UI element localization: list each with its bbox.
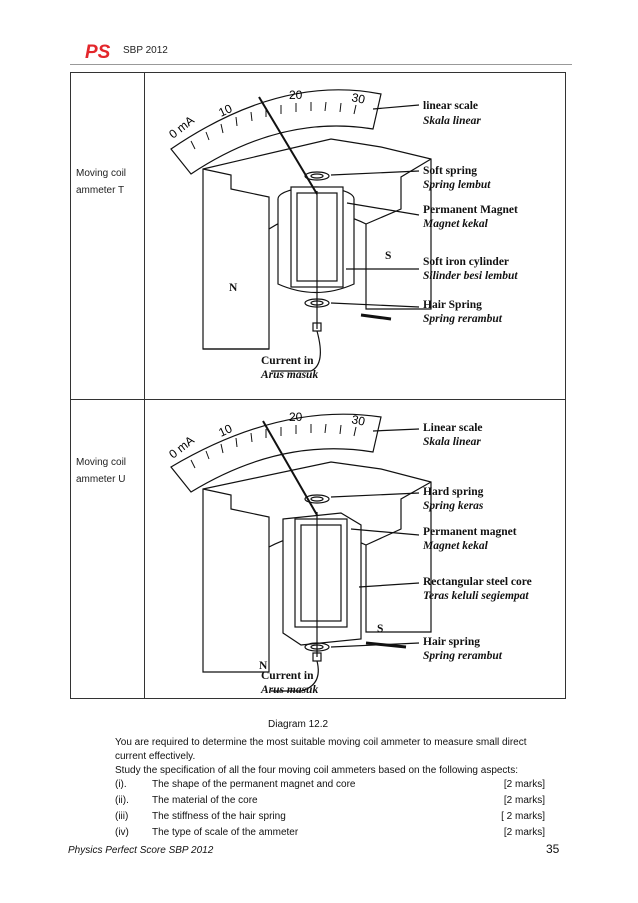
ammeter-u-diagram: 0 mA 10 20 30 N S Linear scale Skala lin…	[166, 410, 532, 696]
intro-line-2: current effectively.	[115, 751, 196, 762]
u-callout-current-en: Current in	[261, 670, 314, 682]
aspect-number: (i).	[115, 779, 127, 790]
page-number: 35	[546, 842, 560, 856]
row-label-u-line1: Moving coil	[76, 457, 127, 468]
t-callout-magnet-en: Permanent Magnet	[423, 204, 518, 216]
t-pole-s: S	[385, 250, 391, 262]
header-title: SBP 2012	[123, 45, 168, 56]
t-pole-n: N	[229, 282, 238, 294]
aspect-marks: [2 marks]	[503, 779, 545, 790]
column-divider	[144, 73, 145, 698]
t-callout-scale-my: Skala linear	[423, 115, 481, 127]
row-label-u-line2: ammeter U	[76, 474, 126, 485]
aspect-text: The shape of the permanent magnet and co…	[152, 779, 356, 790]
aspect-item: (i). The shape of the permanent magnet a…	[115, 779, 545, 793]
aspect-number: (iii)	[115, 811, 129, 822]
aspect-item: (iii) The stiffness of the hair spring […	[115, 811, 545, 825]
u-callout-hair-my: Spring rerambut	[423, 650, 503, 662]
u-callout-magnet-en: Permanent magnet	[423, 526, 517, 538]
u-callout-core-my: Teras keluli segiempat	[423, 590, 529, 602]
t-callout-magnet-my: Magnet kekal	[422, 218, 489, 230]
ps-logo: PS	[84, 41, 120, 61]
u-pole-n: N	[259, 660, 268, 672]
intro-line-3: Study the specification of all the four …	[115, 765, 518, 776]
row-label-u: Moving coil ammeter U	[76, 454, 126, 488]
aspect-marks: [ 2 marks]	[501, 811, 545, 822]
u-scale-tick-1: 10	[216, 421, 234, 439]
u-callout-core-en: Rectangular steel core	[423, 576, 532, 588]
u-callout-scale-my: Skala linear	[423, 436, 481, 448]
diagram-caption: Diagram 12.2	[268, 719, 329, 730]
row-label-t: Moving coil ammeter T	[76, 165, 126, 199]
aspect-text: The stiffness of the hair spring	[152, 811, 286, 822]
row-divider	[71, 399, 565, 400]
u-callout-scale-en: Linear scale	[423, 422, 483, 434]
footer-text: Physics Perfect Score SBP 2012	[68, 845, 214, 856]
u-callout-current-my: Arus masuk	[260, 684, 318, 696]
t-callout-core-my: Silinder besi lembut	[423, 270, 518, 282]
t-callout-hair-my: Spring rerambut	[423, 313, 503, 325]
aspect-item: (iv) The type of scale of the ammeter [2…	[115, 827, 545, 841]
t-callout-spring-en: Soft spring	[423, 165, 477, 177]
aspect-number: (ii).	[115, 795, 129, 806]
aspect-number: (iv)	[115, 827, 129, 838]
aspect-marks: [2 marks]	[503, 795, 545, 806]
t-scale-tick-2: 20	[289, 88, 303, 102]
row-label-t-line2: ammeter T	[76, 185, 125, 196]
t-callout-core-en: Soft iron cylinder	[423, 256, 509, 268]
t-scale-tick-1: 10	[216, 101, 234, 119]
t-callout-hair-en: Hair Spring	[423, 299, 482, 311]
row-label-t-line1: Moving coil	[76, 168, 127, 179]
aspect-item: (ii). The material of the core [2 marks]	[115, 795, 545, 809]
t-callout-current-my: Arus masuk	[260, 369, 318, 381]
u-callout-magnet-my: Magnet kekal	[422, 540, 489, 552]
aspect-text: The type of scale of the ammeter	[152, 827, 299, 838]
logo-text: PS	[85, 42, 111, 61]
ammeter-t-diagram: 0 mA 10 20 30 N S linear scale Skala lin…	[166, 88, 518, 381]
u-callout-spring-my: Spring keras	[423, 500, 484, 512]
u-callout-spring-en: Hard spring	[423, 486, 484, 498]
t-callout-scale-en: linear scale	[423, 100, 478, 112]
t-callout-spring-my: Spring lembut	[423, 179, 491, 191]
t-scale-tick-3: 30	[350, 90, 366, 107]
ammeter-table: Moving coil ammeter T Moving coil ammete…	[70, 72, 566, 699]
u-scale-tick-3: 30	[350, 412, 366, 429]
u-callout-hair-en: Hair spring	[423, 636, 480, 648]
aspect-marks: [2 marks]	[503, 827, 545, 838]
header-rule	[70, 64, 572, 65]
intro-line-1: You are required to determine the most s…	[115, 737, 527, 748]
u-scale-tick-2: 20	[289, 410, 303, 424]
t-callout-current-en: Current in	[261, 355, 314, 367]
u-pole-s: S	[377, 623, 383, 635]
aspect-text: The material of the core	[152, 795, 258, 806]
